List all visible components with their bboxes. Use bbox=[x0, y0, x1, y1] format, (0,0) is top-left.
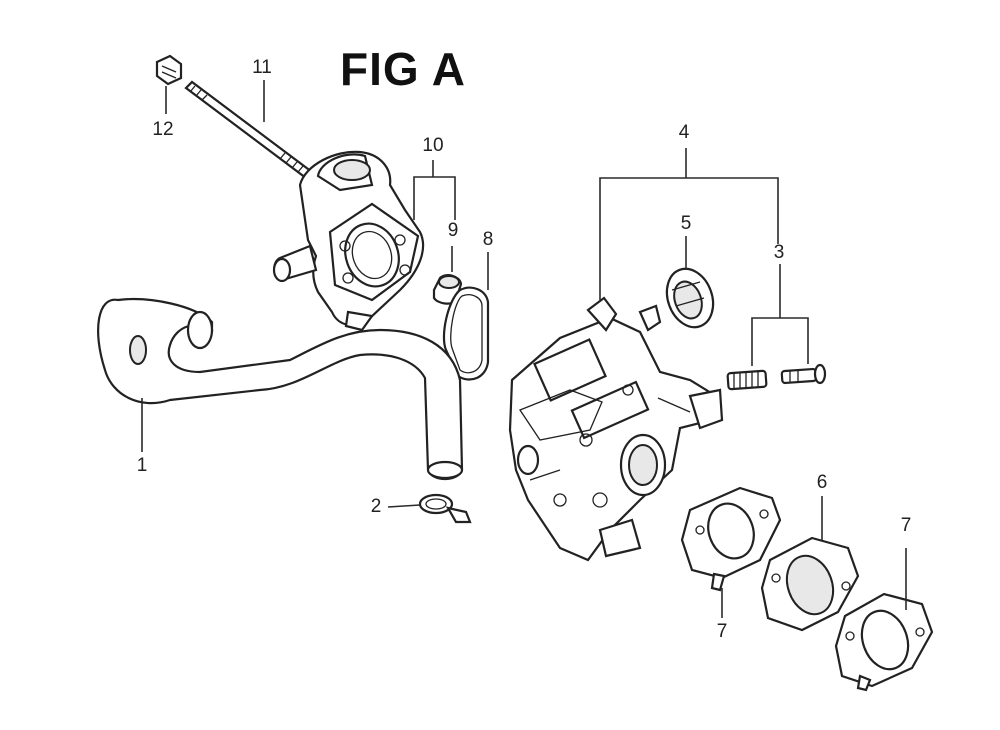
callout-1: 1 bbox=[136, 455, 148, 476]
callout-7-center: 7 bbox=[716, 621, 728, 642]
callout-5: 5 bbox=[680, 213, 692, 234]
screw-needle bbox=[780, 363, 827, 385]
callout-4: 4 bbox=[678, 122, 690, 143]
part-4-carburetor bbox=[508, 296, 724, 562]
part-12-nut bbox=[155, 54, 183, 86]
part-6-insulator bbox=[760, 536, 860, 632]
callout-2: 2 bbox=[370, 496, 382, 517]
figure-title: FIG A bbox=[340, 43, 466, 95]
part-2-clamp bbox=[418, 493, 472, 524]
leader-2 bbox=[387, 504, 421, 508]
part-7-gasket-center bbox=[680, 486, 782, 592]
callout-8: 8 bbox=[482, 229, 494, 250]
part-5-cap bbox=[665, 267, 715, 329]
part-8-gasket bbox=[442, 286, 490, 381]
bracket-10 bbox=[413, 176, 456, 220]
bracket-4 bbox=[599, 177, 779, 300]
callout-6: 6 bbox=[816, 472, 828, 493]
callout-3: 3 bbox=[773, 242, 785, 263]
part-11-stud bbox=[184, 80, 314, 180]
part-10-manifold bbox=[272, 150, 425, 332]
callout-12: 12 bbox=[152, 119, 174, 140]
bracket-3 bbox=[751, 317, 809, 366]
screw-spring bbox=[726, 369, 768, 391]
callout-11: 11 bbox=[252, 57, 272, 78]
callout-9: 9 bbox=[447, 220, 459, 241]
callout-7-right: 7 bbox=[900, 515, 912, 536]
part-1-hose bbox=[97, 298, 464, 481]
callout-10: 10 bbox=[422, 135, 444, 156]
part-3-screws bbox=[726, 363, 827, 391]
part-7-gasket-right bbox=[834, 592, 934, 692]
